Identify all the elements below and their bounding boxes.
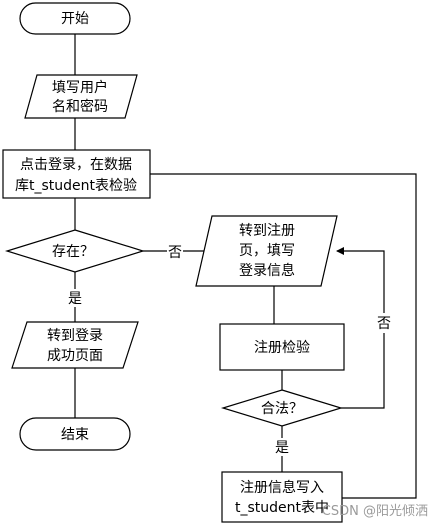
- goto-register-line-1: 转到注册: [239, 223, 295, 239]
- valid-decision-node: 合法？: [220, 389, 344, 427]
- write-register-node: 注册信息写入 t_student表中: [221, 471, 343, 523]
- write-register-line-1: 注册信息写入: [240, 479, 324, 496]
- edge-labels: 否 是 否 是: [66, 242, 392, 456]
- edge-write-to-login: [150, 173, 417, 499]
- goto-success-line-1: 转到登录: [47, 328, 103, 344]
- login-check-line-2: 库t_student表检验: [15, 178, 137, 194]
- goto-register-node: 转到注册 页，填写 登录信息: [195, 215, 338, 287]
- goto-success-line-2: 成功页面: [47, 348, 103, 364]
- edge-label-exists-yes: 是: [68, 291, 82, 307]
- watermark: CSDN @阳光倾洒: [322, 504, 428, 519]
- edge-label-valid-yes: 是: [275, 440, 289, 456]
- register-check-label: 注册检验: [254, 340, 310, 356]
- end-node: 结束: [19, 417, 131, 451]
- input-credentials-line-1: 填写用户: [52, 79, 108, 96]
- goto-register-line-2: 页，填写: [239, 243, 295, 259]
- goto-register-line-3: 登录信息: [239, 262, 295, 279]
- input-credentials-line-2: 名和密码: [52, 98, 108, 115]
- start-node: 开始: [19, 2, 131, 35]
- edge-label-valid-no: 否: [377, 316, 391, 332]
- write-register-line-2: t_student表中: [235, 500, 329, 516]
- login-check-node: 点击登录，在数据 库t_student表检验: [2, 149, 151, 199]
- register-check-node: 注册检验: [219, 323, 345, 371]
- edge-label-exists-no: 否: [168, 245, 182, 261]
- end-label: 结束: [61, 427, 89, 443]
- start-label: 开始: [61, 11, 89, 27]
- login-check-line-1: 点击登录，在数据: [20, 157, 132, 173]
- input-credentials-node: 填写用户 名和密码: [24, 74, 138, 119]
- exists-decision-label: 存在？: [52, 244, 94, 260]
- valid-decision-label: 合法？: [261, 401, 303, 417]
- goto-success-node: 转到登录 成功页面: [11, 321, 139, 369]
- exists-decision-node: 存在？: [4, 229, 146, 273]
